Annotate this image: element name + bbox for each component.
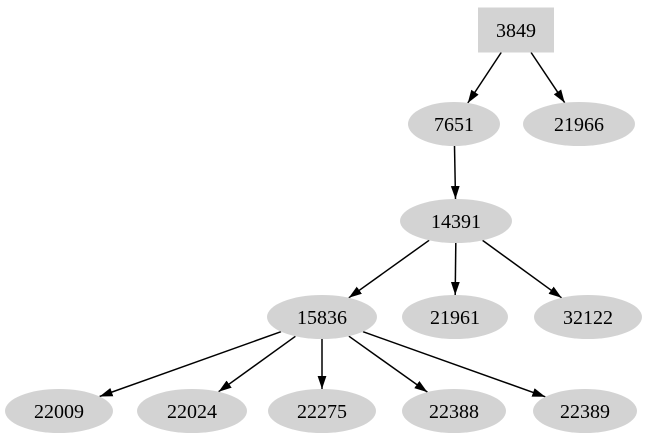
edge-15836-22389	[362, 330, 546, 398]
node-ellipse-shape	[267, 295, 377, 339]
node-label: 22024	[167, 401, 217, 423]
edge-15836-22009	[99, 330, 282, 398]
node-label: 21961	[430, 307, 480, 329]
node-ellipse-shape	[533, 389, 637, 433]
edge-7651-14391	[450, 145, 460, 200]
edge-15836-22024	[218, 335, 296, 393]
node-14391: 14391	[400, 199, 512, 243]
edge-14391-32122	[482, 239, 563, 299]
node-ellipse-shape	[534, 295, 642, 339]
node-22388: 22388	[402, 389, 506, 433]
node-ellipse-shape	[402, 389, 506, 433]
edge-15836-22388	[348, 335, 428, 393]
node-label: 7651	[434, 114, 474, 136]
node-22275: 22275	[268, 389, 376, 433]
node-label: 3849	[496, 20, 536, 42]
node-ellipse-shape	[400, 199, 512, 243]
node-label: 32122	[563, 307, 613, 329]
node-ellipse-shape	[408, 102, 500, 146]
node-ellipse-shape	[523, 102, 635, 146]
edge-14391-21961	[450, 242, 460, 296]
node-22389: 22389	[533, 389, 637, 433]
edge-3849-7651	[467, 52, 502, 104]
node-22024: 22024	[137, 389, 247, 433]
node-label: 15836	[297, 307, 347, 329]
node-label: 22388	[429, 401, 479, 423]
node-32122: 32122	[534, 295, 642, 339]
node-21961: 21961	[402, 295, 508, 339]
node-label: 22275	[297, 401, 347, 423]
node-21966: 21966	[523, 102, 635, 146]
edge-3849-21966	[530, 52, 566, 104]
node-3849: 3849	[478, 7, 554, 53]
node-ellipse-shape	[137, 389, 247, 433]
node-label: 22009	[34, 401, 84, 423]
node-label: 14391	[431, 211, 481, 233]
node-7651: 7651	[408, 102, 500, 146]
node-ellipse-shape	[268, 389, 376, 433]
node-ellipse-shape	[402, 295, 508, 339]
node-ellipse-shape	[5, 389, 113, 433]
node-label: 22389	[560, 401, 610, 423]
node-22009: 22009	[5, 389, 113, 433]
node-box-shape	[478, 7, 554, 53]
edge-14391-15836	[348, 239, 430, 299]
node-label: 21966	[554, 114, 604, 136]
node-15836: 15836	[267, 295, 377, 339]
